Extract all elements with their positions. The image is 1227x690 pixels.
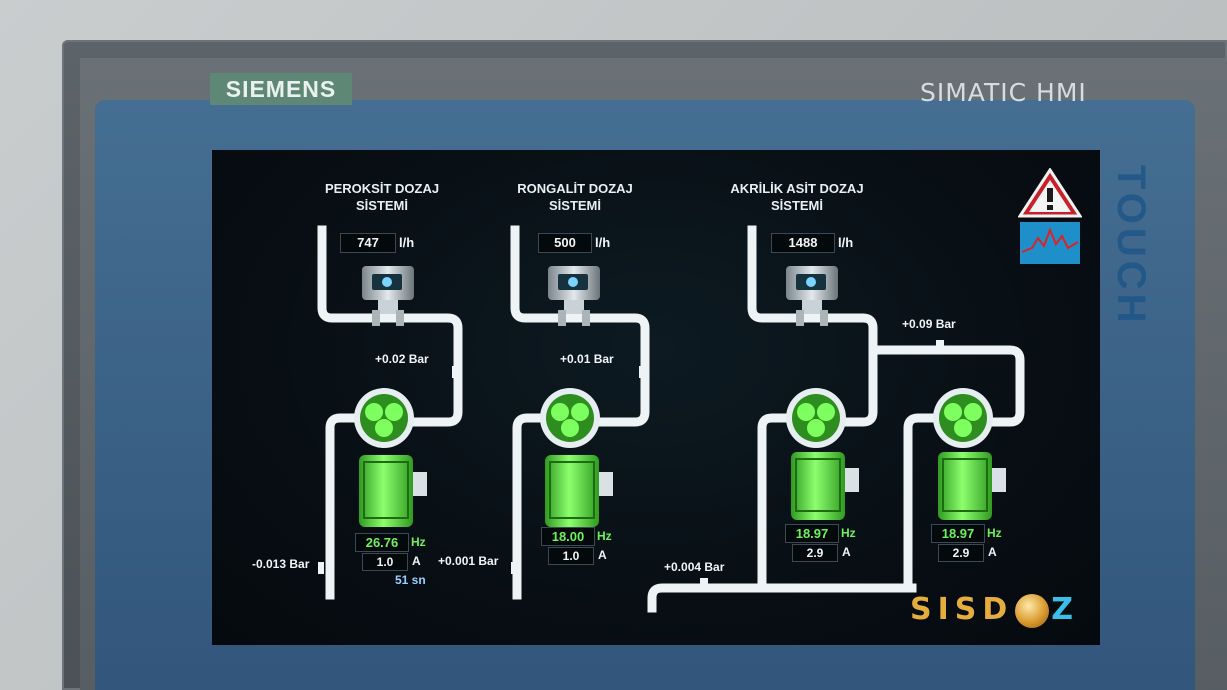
system3-pump-b-amp-unit: A [988,545,997,559]
system1-title: PEROKSİT DOZAJ SİSTEMİ [282,180,482,214]
system1-pressure-out: +0.02 Bar [375,352,429,366]
system1-pipes [317,225,463,600]
system3-pump-b-hz: 18.97 [931,524,985,543]
system1-title-line1: PEROKSİT DOZAJ [324,181,440,196]
system2-title-line2: SİSTEMİ [548,198,601,213]
system3-title-line2: SİSTEMİ [770,198,823,213]
pump-3a [786,388,859,520]
system2-title-line1: RONGALİT DOZAJ [517,181,633,196]
system3-pump-a-hz-unit: Hz [841,526,856,540]
system1-flow-value: 747 [340,233,396,253]
system3-pressure-in: +0.004 Bar [664,560,725,574]
system2-pump-amp: 1.0 [548,547,594,565]
flowmeter-1 [362,266,414,326]
system1-pressure-in: -0.013 Bar [252,557,310,571]
system2-pump-amp-unit: A [598,548,607,562]
system1-pump-hz-unit: Hz [411,535,426,549]
pump-1 [354,388,427,527]
system3-pump-a-amp-unit: A [842,545,851,559]
trend-chart-icon [1020,222,1080,264]
flowmeter-3 [786,266,838,326]
system1-title-line2: SİSTEMİ [355,198,408,213]
system3-pressure-out: +0.09 Bar [902,317,956,331]
system1-pump-amp: 1.0 [362,553,408,571]
system2-pressure-in: +0.001 Bar [438,554,499,568]
flowmeter-2 [548,266,600,326]
system1-flow-unit: l/h [399,235,415,250]
logo-text-sis: SIS [910,592,983,627]
pressure-taps [318,340,944,588]
system2-pressure-out: +0.01 Bar [560,352,614,366]
system1-timer: 51 sn [395,573,426,587]
system2-title: RONGALİT DOZAJ SİSTEMİ [475,180,675,214]
model-label: SIMATIC HMI [920,78,1087,107]
system2-flow-value: 500 [538,233,592,253]
system2-flow-unit: l/h [595,235,611,250]
pump-3b [933,388,1006,520]
logo-ball-icon [1015,593,1050,628]
piping-diagram [317,225,1025,613]
logo-text-z: Z [1051,592,1080,627]
system3-pump-a-amp: 2.9 [792,544,838,562]
system2-pipes [510,225,650,600]
system3-pump-a-hz: 18.97 [785,524,839,543]
pump-2 [540,388,613,527]
system3-flow-unit: l/h [838,235,854,250]
warning-icon [1018,168,1082,264]
system3-pump-b-hz-unit: Hz [987,526,1002,540]
brand-logo: SIEMENS [210,73,352,105]
logo-text-d: D [982,592,1014,627]
hmi-screen: PEROKSİT DOZAJ SİSTEMİ 747 l/h +0.02 Bar… [212,150,1100,645]
system3-pipes [647,225,1025,613]
system3-title: AKRİLİK ASİT DOZAJ SİSTEMİ [697,180,897,214]
system1-pump-amp-unit: A [412,554,421,568]
alarm-trend-button[interactable] [1018,168,1082,266]
system1-pump-hz: 26.76 [355,533,409,552]
system3-pump-b-amp: 2.9 [938,544,984,562]
system2-pump-hz: 18.00 [541,527,595,546]
vendor-logo: SISD Z [910,592,1079,628]
system3-flow-value: 1488 [771,233,835,253]
system2-pump-hz-unit: Hz [597,529,612,543]
system3-title-line1: AKRİLİK ASİT DOZAJ [730,181,864,196]
touch-label: TOUCH [1109,165,1153,327]
